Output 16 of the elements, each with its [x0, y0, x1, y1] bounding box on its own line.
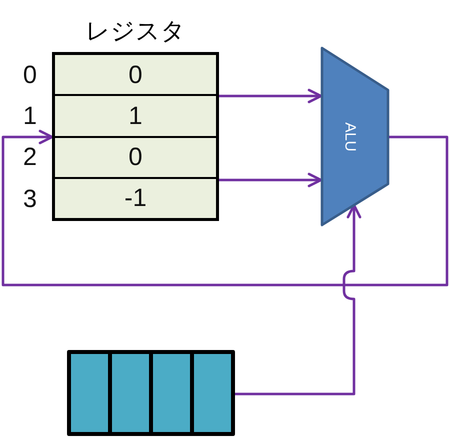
segmented-block	[67, 350, 235, 436]
arrow	[219, 88, 322, 104]
register-number: 3	[23, 185, 37, 213]
arrow	[219, 172, 322, 188]
register-number: 1	[23, 102, 37, 130]
register-value: -1	[124, 184, 147, 212]
register-value: 1	[128, 102, 142, 130]
register-value: 0	[128, 60, 142, 89]
alu-label: ALU	[342, 122, 358, 152]
arrow	[235, 204, 362, 396]
register-number: 0	[23, 61, 37, 89]
register-number: 2	[23, 143, 37, 171]
table-title: レジスタ	[86, 17, 186, 45]
register-value: 0	[128, 143, 142, 172]
arrow	[2, 130, 448, 286]
alu-trapezoid	[321, 47, 389, 226]
